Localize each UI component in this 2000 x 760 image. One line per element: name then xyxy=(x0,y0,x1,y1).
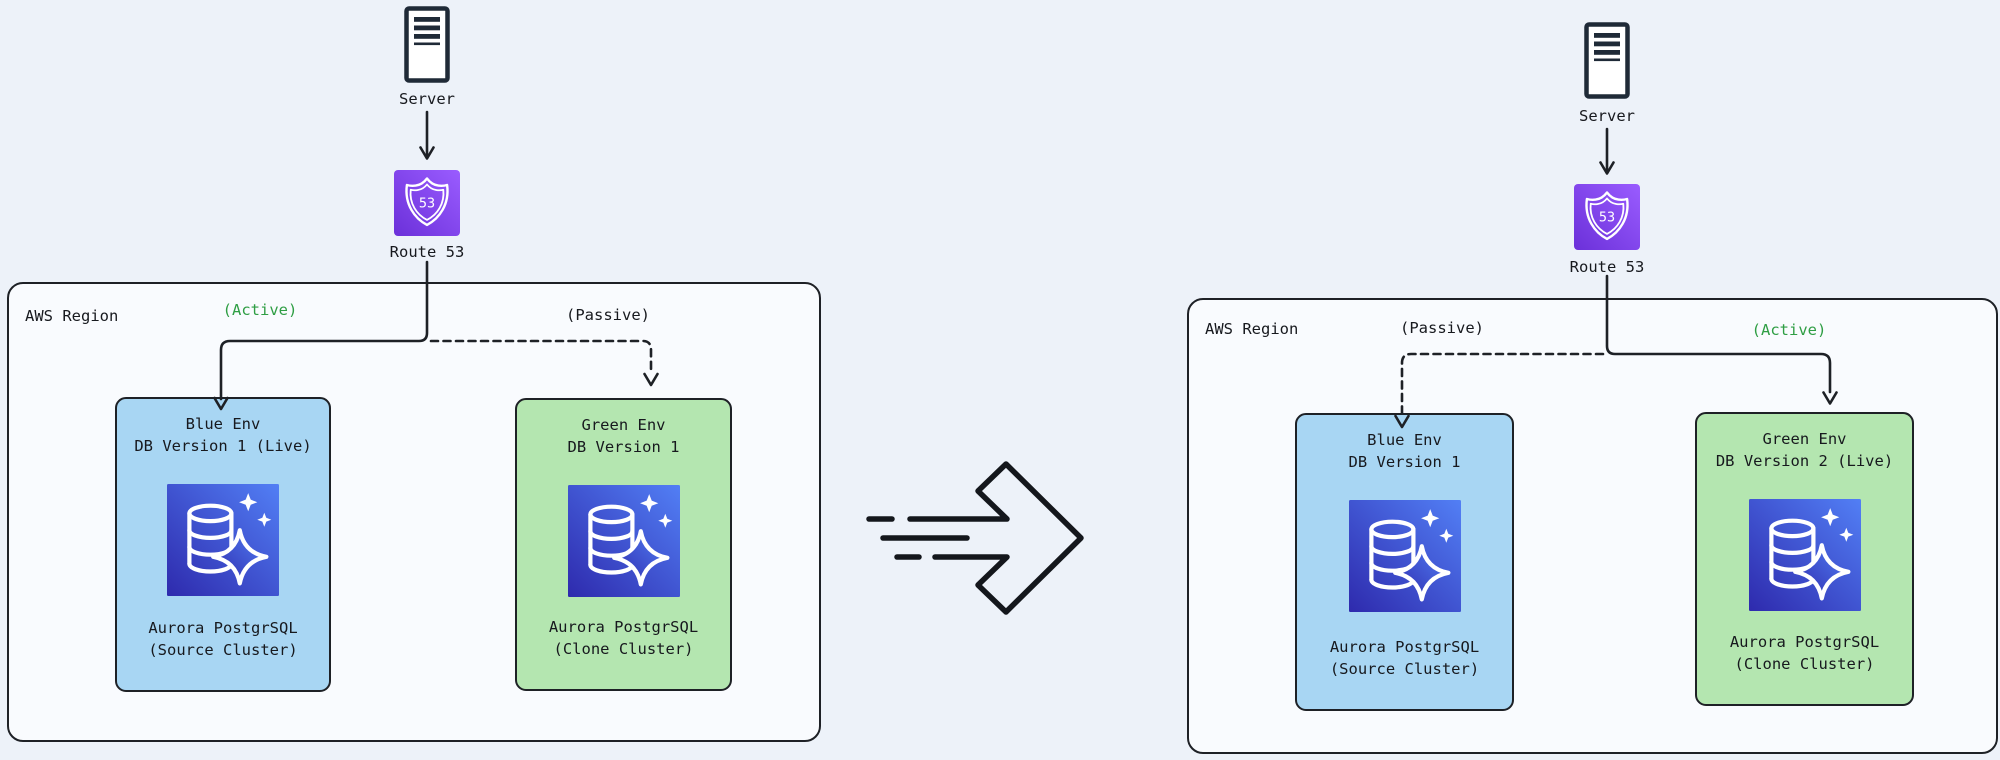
fast-forward-arrow-icon xyxy=(866,461,1084,615)
env-subtitle: Aurora PostgrSQL (Source Cluster) xyxy=(117,618,329,661)
env-role: (Clone Cluster) xyxy=(1734,654,1875,673)
env-role: (Source Cluster) xyxy=(1329,659,1480,678)
blue-env-box: Blue Env DB Version 1 Aurora PostgrSQL (So… xyxy=(1295,413,1514,711)
env-subtitle: Aurora PostgrSQL (Clone Cluster) xyxy=(1697,632,1912,675)
green-env-box: Green Env DB Version 1 Aurora PostgrSQL (C… xyxy=(515,398,732,691)
env-title: Green Env DB Version 1 xyxy=(517,415,730,458)
arrowhead xyxy=(1599,161,1615,175)
blue-env-box: Blue Env DB Version 1 (Live) Aurora Postg… xyxy=(115,397,331,692)
env-title: Blue Env DB Version 1 (Live) xyxy=(117,414,329,457)
server-label: Server xyxy=(399,90,455,108)
env-engine: Aurora PostgrSQL xyxy=(1329,638,1480,656)
env-name: Green Env xyxy=(581,416,666,434)
region-label: AWS Region xyxy=(25,307,119,325)
env-title: Blue Env DB Version 1 xyxy=(1297,430,1512,473)
route53-label: Route 53 xyxy=(389,243,465,261)
passive-status-label: (Passive) xyxy=(566,306,650,324)
passive-status-label: (Passive) xyxy=(1400,319,1484,337)
server-icon xyxy=(404,6,450,83)
env-title: Green Env DB Version 2 (Live) xyxy=(1697,429,1912,472)
route53-label: Route 53 xyxy=(1569,258,1645,276)
env-name: Blue Env xyxy=(1367,431,1442,449)
env-role: (Source Cluster) xyxy=(148,640,298,659)
env-engine: Aurora PostgrSQL xyxy=(548,618,699,636)
env-version: DB Version 1 (Live) xyxy=(134,436,312,455)
server-icon xyxy=(1584,22,1630,99)
green-env-box: Green Env DB Version 2 (Live) Aurora Post… xyxy=(1695,412,1914,706)
aurora-postgresql-icon xyxy=(167,484,279,596)
env-subtitle: Aurora PostgrSQL (Source Cluster) xyxy=(1297,637,1512,680)
arrowhead xyxy=(419,146,435,160)
region-label: AWS Region xyxy=(1205,320,1299,338)
env-engine: Aurora PostgrSQL xyxy=(1729,633,1880,651)
env-subtitle: Aurora PostgrSQL (Clone Cluster) xyxy=(517,617,730,660)
env-name: Blue Env xyxy=(185,415,261,433)
env-version: DB Version 2 (Live) xyxy=(1715,451,1894,470)
env-version: DB Version 1 xyxy=(1348,452,1461,471)
route53-icon: 53 xyxy=(394,170,460,236)
env-version: DB Version 1 xyxy=(567,437,680,456)
env-name: Green Env xyxy=(1762,430,1847,448)
env-engine: Aurora PostgrSQL xyxy=(148,619,298,637)
active-status-label: (Active) xyxy=(1751,321,1827,339)
route53-icon: 53 xyxy=(1574,184,1640,250)
aurora-postgresql-icon xyxy=(567,485,680,597)
aurora-postgresql-icon xyxy=(1348,500,1461,612)
env-role: (Clone Cluster) xyxy=(553,639,694,658)
svg-text:53: 53 xyxy=(1599,210,1615,226)
server-label: Server xyxy=(1579,107,1635,125)
active-status-label: (Active) xyxy=(222,301,298,319)
aurora-postgresql-icon xyxy=(1748,499,1861,611)
svg-text:53: 53 xyxy=(419,196,435,212)
